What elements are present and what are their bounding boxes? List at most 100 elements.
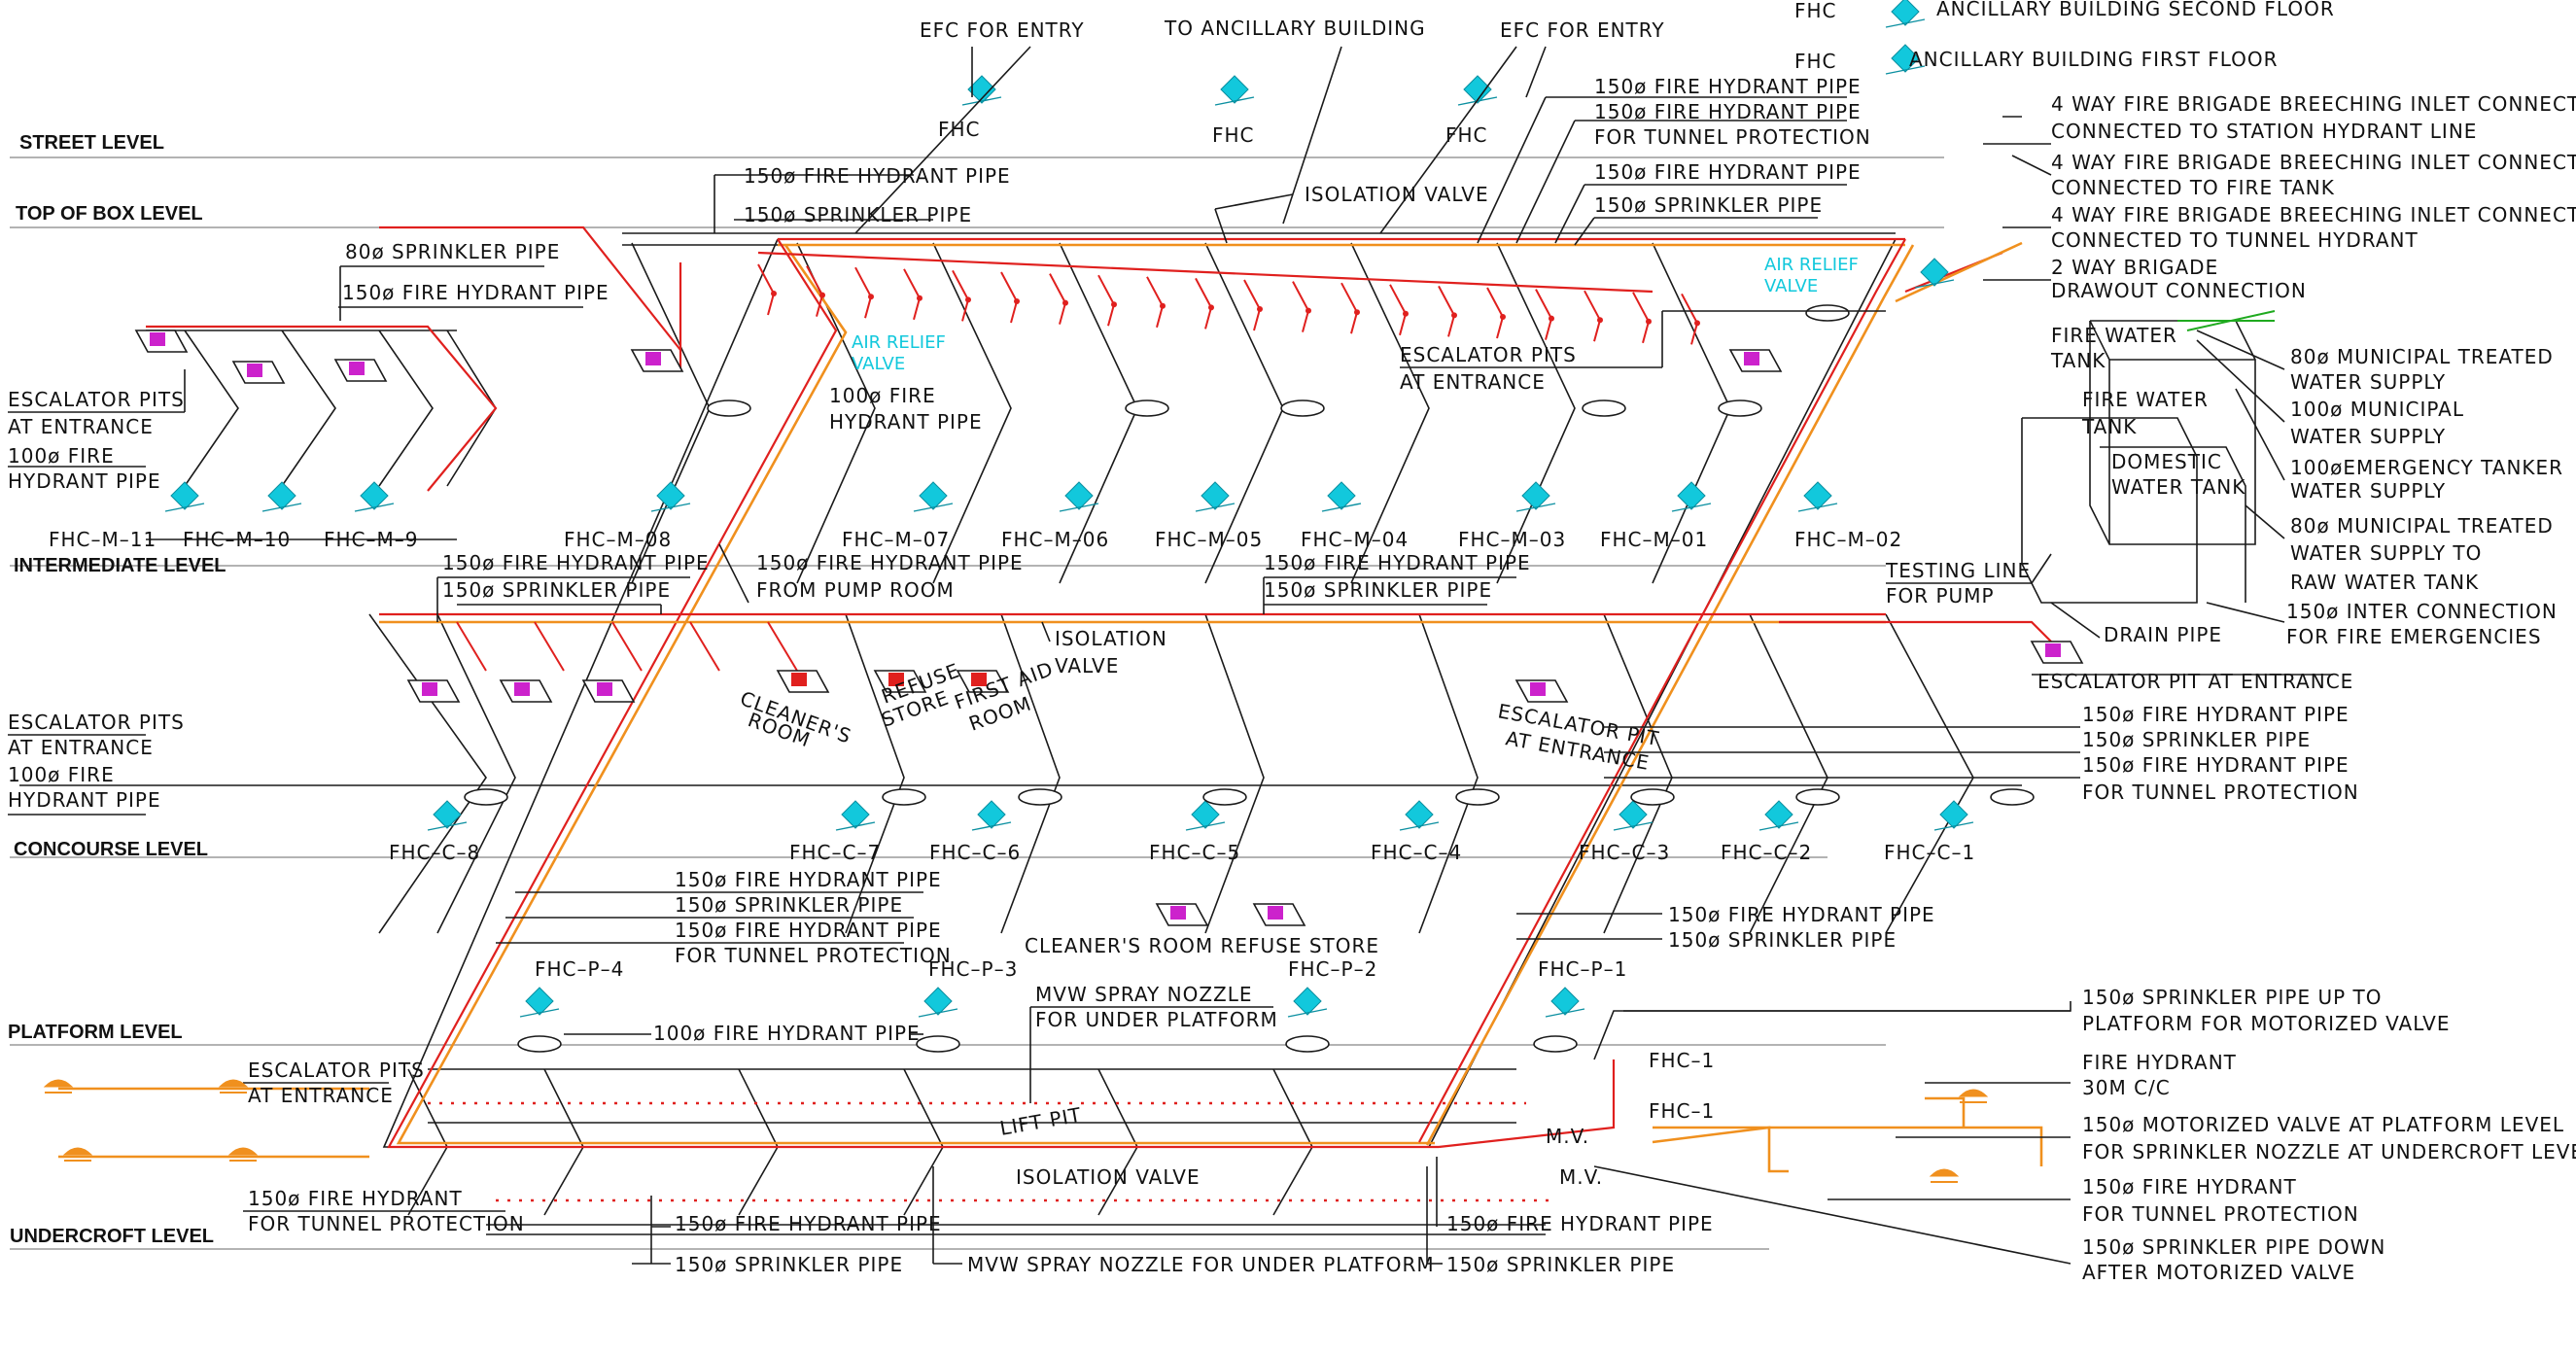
fhc-1-label-b: FHC–1 [1649, 1099, 1715, 1123]
sprinkler-head-icon [1354, 309, 1360, 316]
sprinkler-head-icon [1160, 302, 1166, 309]
domestic-tank-1: DOMESTIC [2111, 450, 2222, 473]
fhc-cabinet-icon [525, 987, 554, 1016]
valve-label-mid: VALVE [1055, 654, 1119, 677]
hydrant-pipe-label-d: 150ø FIRE HYDRANT PIPE [1594, 160, 1862, 184]
escalator-pits-left-2: ESCALATOR PITS [8, 711, 185, 734]
municipal-3b: WATER SUPPLY [2290, 479, 2446, 503]
sprinkler-head-icon [1305, 307, 1311, 314]
lift-pit-label: LIFT PIT [998, 1103, 1084, 1140]
escalator-pits-platform-1: ESCALATOR PITS [248, 1059, 425, 1082]
hydrant-100-label-a: 100ø FIRE [829, 384, 936, 407]
fhc-m-9-label: FHC–M–9 [324, 528, 419, 551]
ancillary-first-floor-label: ANCILLARY BUILDING FIRST FLOOR [1909, 48, 2279, 71]
testing-line-label-1: TESTING LINE [1885, 559, 2031, 582]
air-relief-label-2: AIR RELIEF [1764, 255, 1859, 275]
mvw-spray-label-2: FOR UNDER PLATFORM [1035, 1008, 1278, 1031]
escalator-pits-platform-2: AT ENTRANCE [248, 1084, 394, 1107]
pit-sprinkler-icon [2045, 643, 2061, 657]
fhc-cabinet-icon [977, 800, 1006, 829]
undercroft-sprinklers [43, 1079, 1989, 1183]
hydrant-pipe-mid-left: 150ø FIRE HYDRANT PIPE [442, 551, 710, 574]
municipal-2b: WATER SUPPLY [2290, 425, 2446, 448]
fhc-base-icon [1613, 821, 1654, 831]
undercroft-sprinkler-icon [218, 1079, 249, 1088]
fire-pipes [58, 226, 2052, 1202]
sprinkler-branch-icon [757, 263, 776, 316]
undercroft-sprinkler-icon [227, 1147, 259, 1156]
sprinkler-head-icon [1694, 320, 1700, 327]
upper-labels: 150ø FIRE HYDRANT PIPE 150ø SPRINKLER PI… [338, 75, 1886, 434]
under-sprinkler-2: 150ø SPRINKLER PIPE [1446, 1253, 1675, 1276]
right-lower-1a: 150ø SPRINKLER PIPE UP TO [2082, 986, 2382, 1009]
sprinkler-branch-icon [903, 268, 922, 321]
fhc-base-icon [1515, 503, 1556, 512]
breeching-2b: CONNECTED TO FIRE TANK [2051, 176, 2335, 199]
fhc-cabinet-icon [1677, 481, 1706, 510]
hydrant-100-left-1a: 100ø FIRE [8, 444, 115, 468]
right-labels: 4 WAY FIRE BRIGADE BREECHING INLET CONNE… [1604, 92, 2576, 804]
fhc-base-icon [650, 503, 691, 512]
hydrant-100-left-1b: HYDRANT PIPE [8, 469, 161, 493]
sprinkler-branch-icon [1000, 271, 1019, 324]
sprinkler-80-label: 80ø SPRINKLER PIPE [345, 240, 560, 263]
sprinkler-head-icon [1597, 317, 1603, 324]
fhc-m-05-label: FHC–M–05 [1155, 528, 1263, 551]
sprinkler-branch-icon [1292, 281, 1310, 332]
hydrant-valve-ellipse [1455, 788, 1500, 806]
fhc-c-5-label: FHC–C–5 [1149, 841, 1240, 864]
fhc-cabinet-icon [1293, 987, 1322, 1016]
fhc-c-3-label: FHC–C–3 [1579, 841, 1670, 864]
municipal-4c: RAW WATER TANK [2290, 571, 2479, 594]
hydrant-valve-ellipse [517, 1035, 562, 1053]
pit-sprinkler-icon [1530, 682, 1546, 696]
sprinkler-branch-icon [611, 621, 643, 672]
fhc-label-top2: FHC [1794, 50, 1837, 73]
sprinkler-branch-icon [1049, 273, 1067, 325]
air-relief-valve-label-1: VALVE [852, 354, 905, 374]
fhc-cabinet-icon [267, 481, 296, 510]
right-lower-3a: 150ø MOTORIZED VALVE AT PLATFORM LEVEL [2082, 1113, 2564, 1136]
undercroft-sprinkler-icon [1929, 1168, 1960, 1177]
undercroft-sprinkler-icon [1958, 1089, 1989, 1097]
sprinkler-head-icon [1403, 310, 1409, 317]
sprinkler-head-icon [1451, 312, 1457, 319]
escalator-entrance-left-2: AT ENTRANCE [8, 736, 154, 759]
fhc-m-06-label: FHC–M–06 [1001, 528, 1109, 551]
level-label-intermediate: INTERMEDIATE LEVEL [14, 555, 226, 576]
fhc-cabinet-icon [656, 481, 685, 510]
fhc-base-icon [354, 503, 395, 512]
right-lower-2b: 30M C/C [2082, 1076, 2171, 1099]
fhc-cabinet-icon [919, 481, 948, 510]
hydrant-valve-ellipse [1630, 788, 1675, 806]
right-tunnel-protection: FOR TUNNEL PROTECTION [2082, 781, 2359, 804]
efc-for-entry-label-2: EFC FOR ENTRY [1500, 18, 1665, 42]
sprinkler-head-icon [868, 294, 874, 300]
fhc-cabinet-icon [170, 481, 199, 510]
sprinkler-pipe-mid-right: 150ø SPRINKLER PIPE [1264, 578, 1492, 602]
fhc-c-6-label: FHC–C–6 [929, 841, 1021, 864]
mv-label-2: M.V. [1559, 1165, 1603, 1189]
fhc-base-icon [961, 96, 1002, 106]
fhc-base-icon [971, 821, 1012, 831]
sprinkler-head-icon [1500, 314, 1506, 320]
pit-sprinkler-icon [422, 682, 437, 696]
pit-sprinkler-icon [1170, 906, 1186, 920]
hydrant-valve-ellipse [1582, 399, 1626, 417]
concourse-sprinkler-label: 150ø SPRINKLER PIPE [1668, 928, 1897, 952]
isolation-valve-platform: ISOLATION VALVE [1016, 1165, 1201, 1189]
fhc-cabinet-icon [841, 800, 870, 829]
ancillary-second-floor-label: ANCILLARY BUILDING SECOND FLOOR [1936, 0, 2335, 20]
lower-hydrant-2: 150ø FIRE HYDRANT PIPE [675, 919, 942, 942]
municipal-1b: WATER SUPPLY [2290, 370, 2446, 394]
municipal-4a: 80ø MUNICIPAL TREATED [2290, 514, 2554, 538]
hydrant-pipe-label-c: 150ø FIRE HYDRANT PIPE [1594, 100, 1862, 123]
hydrant-100-left-2b: HYDRANT PIPE [8, 788, 161, 812]
sprinkler-branch-icon [1632, 292, 1651, 344]
hydrant-valve-ellipse [882, 788, 926, 806]
sprinkler-branch-icon [1146, 276, 1165, 329]
undercroft-sprinkler-icon [62, 1147, 93, 1156]
sprinkler-head-icon [1014, 298, 1020, 304]
hydrant-150-label: 150ø FIRE HYDRANT PIPE [342, 281, 609, 304]
